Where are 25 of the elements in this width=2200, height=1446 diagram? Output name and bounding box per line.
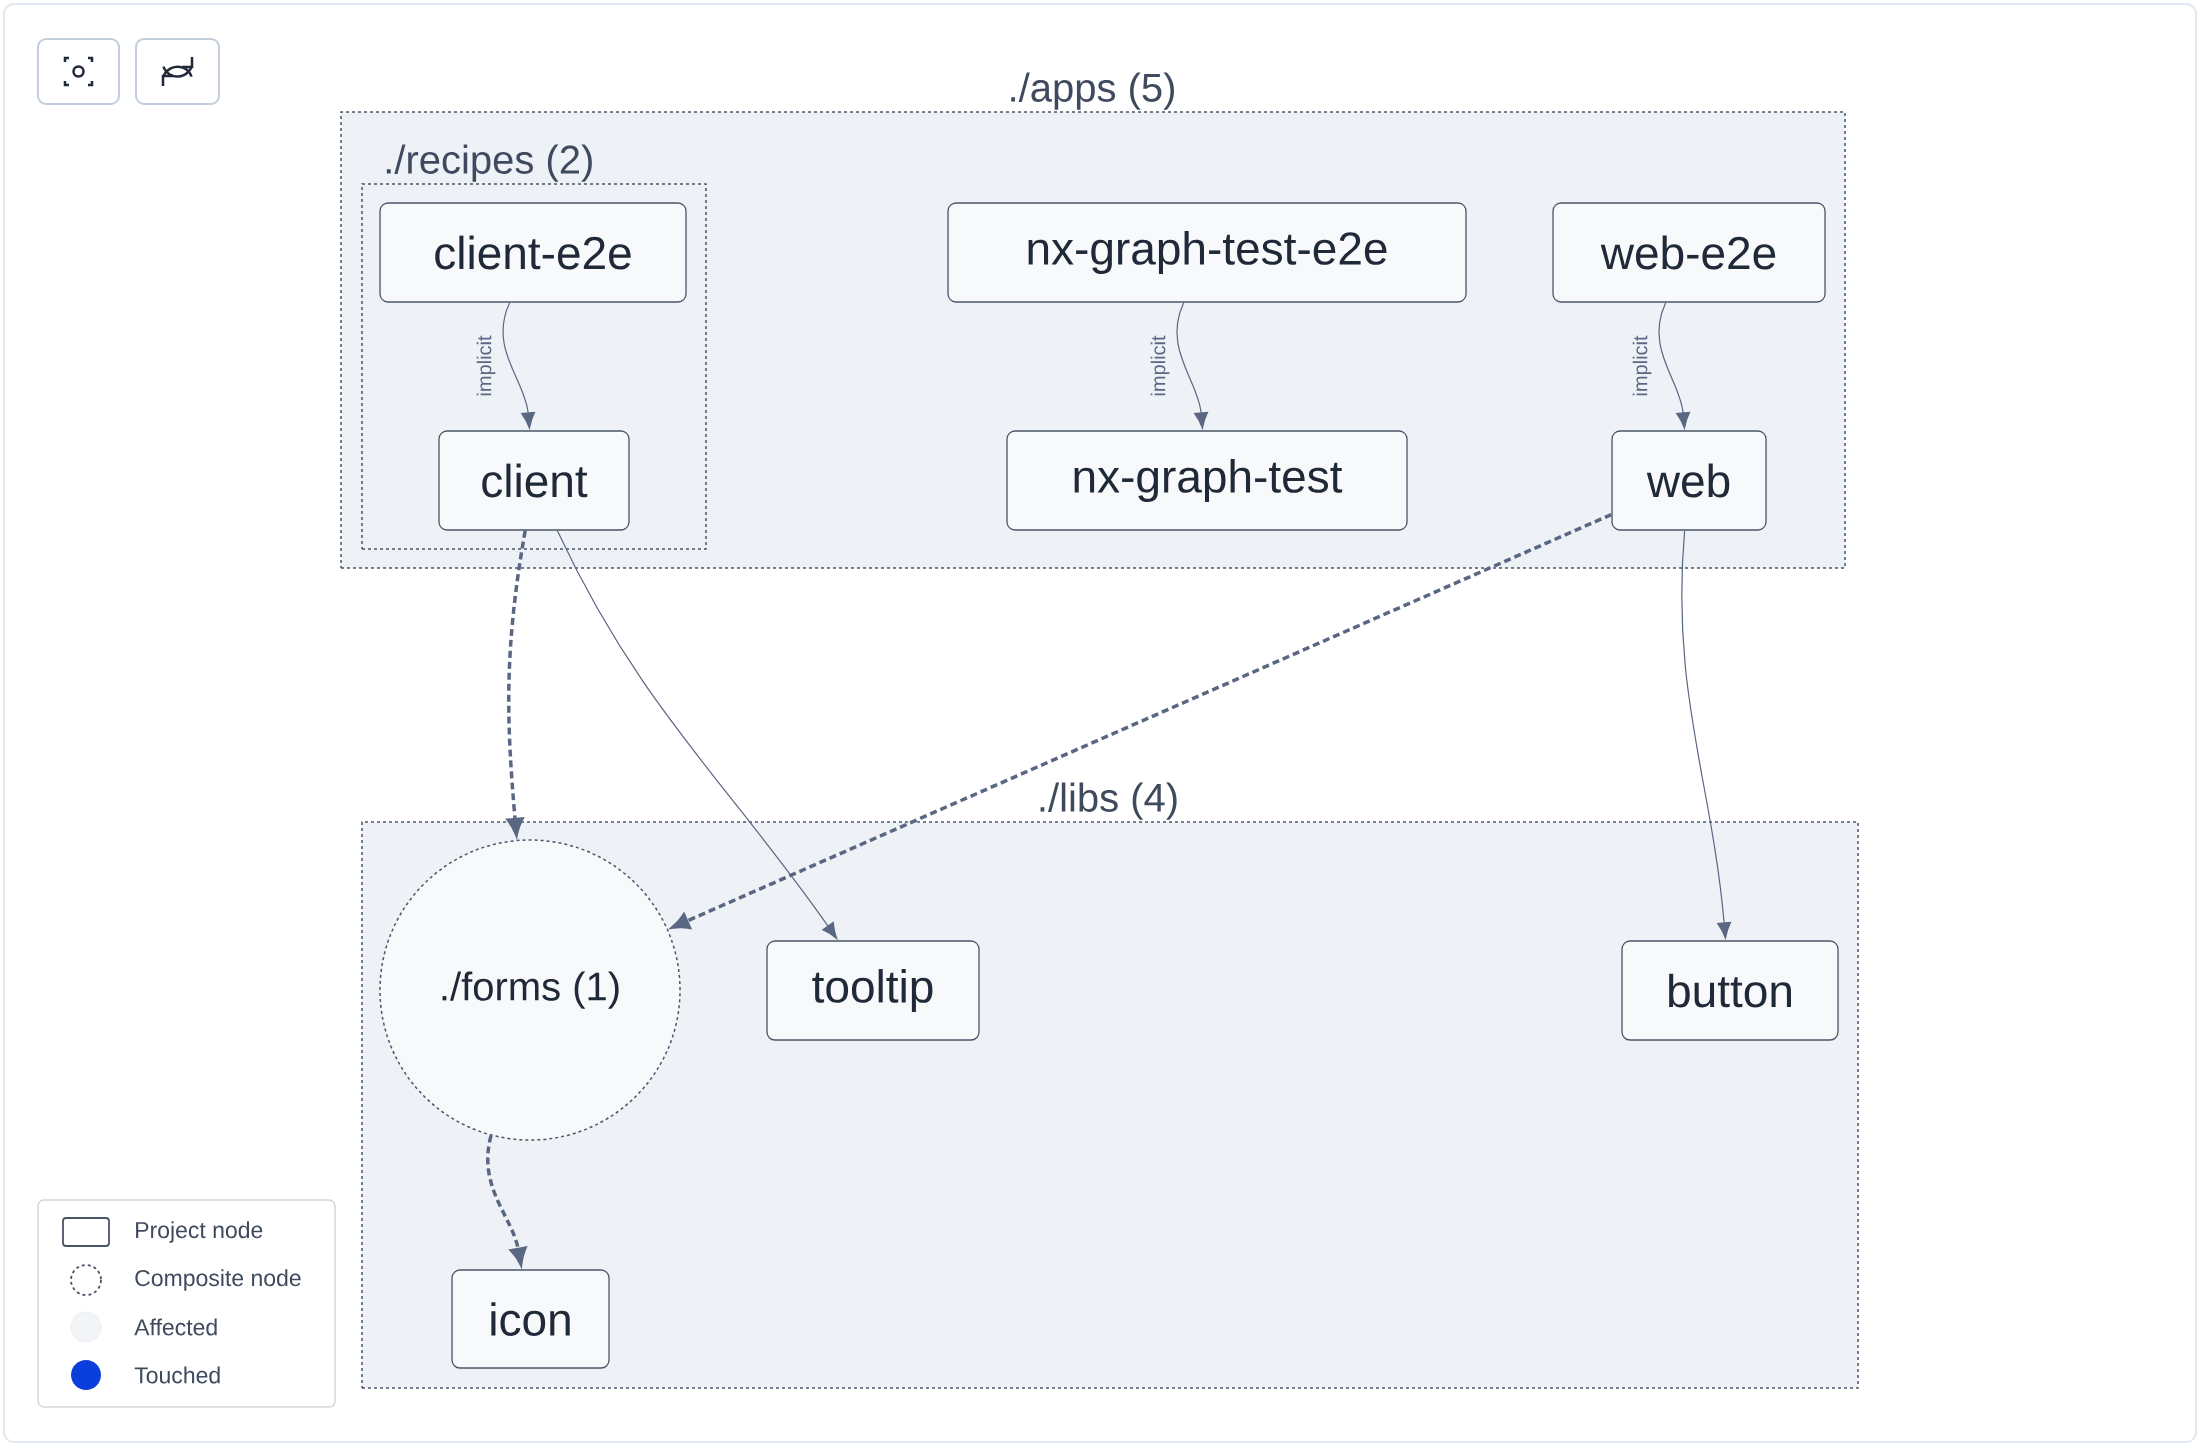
- node-label: ./recipes (2): [386, 144, 592, 182]
- arrow: [1658, 302, 1691, 429]
- edge-label: implicit: [1631, 334, 1653, 398]
- project-box: client: [438, 430, 630, 531]
- project-box: web-e2e: [1552, 202, 1826, 303]
- node-label: ./libs (4): [1040, 782, 1177, 820]
- legend-label: Composite node: [135, 1269, 301, 1291]
- node-label: ./apps (5): [1011, 72, 1174, 110]
- arrow: [556, 530, 838, 940]
- legend-label: Project node: [136, 1221, 263, 1243]
- project-box: nx-graph-test-e2e: [947, 202, 1467, 303]
- arrow: [502, 302, 536, 429]
- project-box: nx-graph-test: [1006, 430, 1408, 531]
- legend-label: Affected: [134, 1318, 217, 1336]
- arrow: [1176, 302, 1209, 429]
- edge-label: implicit: [1149, 334, 1171, 398]
- project-box: icon: [451, 1269, 610, 1369]
- arrow: [671, 512, 1613, 929]
- project-box: client-e2e: [379, 202, 687, 303]
- edge-label: implicit: [475, 334, 497, 398]
- project-box: button: [1621, 940, 1839, 1041]
- arrow: [1681, 530, 1732, 939]
- project-box: tooltip: [766, 940, 980, 1041]
- legend-label: Touched: [134, 1366, 220, 1384]
- project-box: web: [1611, 430, 1767, 531]
